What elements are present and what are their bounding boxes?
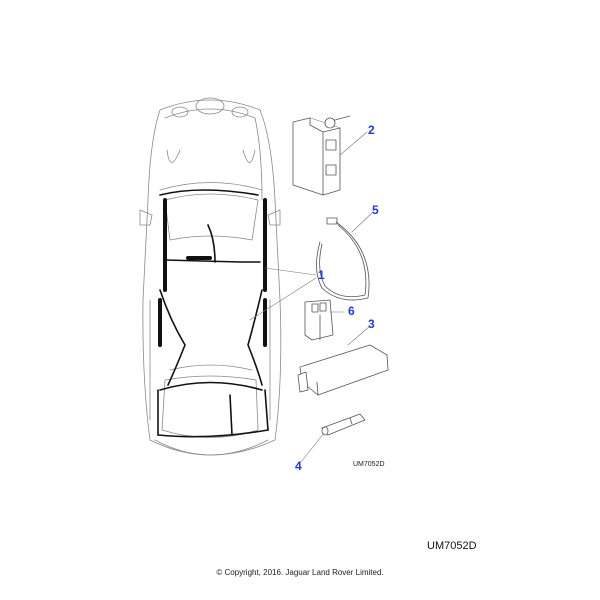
part-relay-connector: [304, 299, 334, 341]
callout-6: 6: [348, 304, 355, 318]
copyright-notice: © Copyright, 2016. Jaguar Land Rover Lim…: [216, 568, 384, 577]
callout-2: 2: [368, 123, 375, 137]
part-connector: [321, 413, 366, 436]
wiring-harness: [157, 189, 269, 438]
part-module-bracket: [292, 115, 351, 196]
callout-4: 4: [295, 459, 302, 473]
car-outline: [139, 97, 282, 456]
callout-3: 3: [368, 317, 375, 331]
illustration-reference-small: UM7052D: [353, 461, 385, 468]
callout-5: 5: [372, 203, 379, 217]
leader-lines: [249, 131, 374, 463]
callout-1: 1: [318, 268, 325, 282]
illustration-reference: UM7052D: [427, 540, 477, 552]
part-cable-tie: [316, 217, 370, 301]
part-control-module: [297, 344, 389, 396]
